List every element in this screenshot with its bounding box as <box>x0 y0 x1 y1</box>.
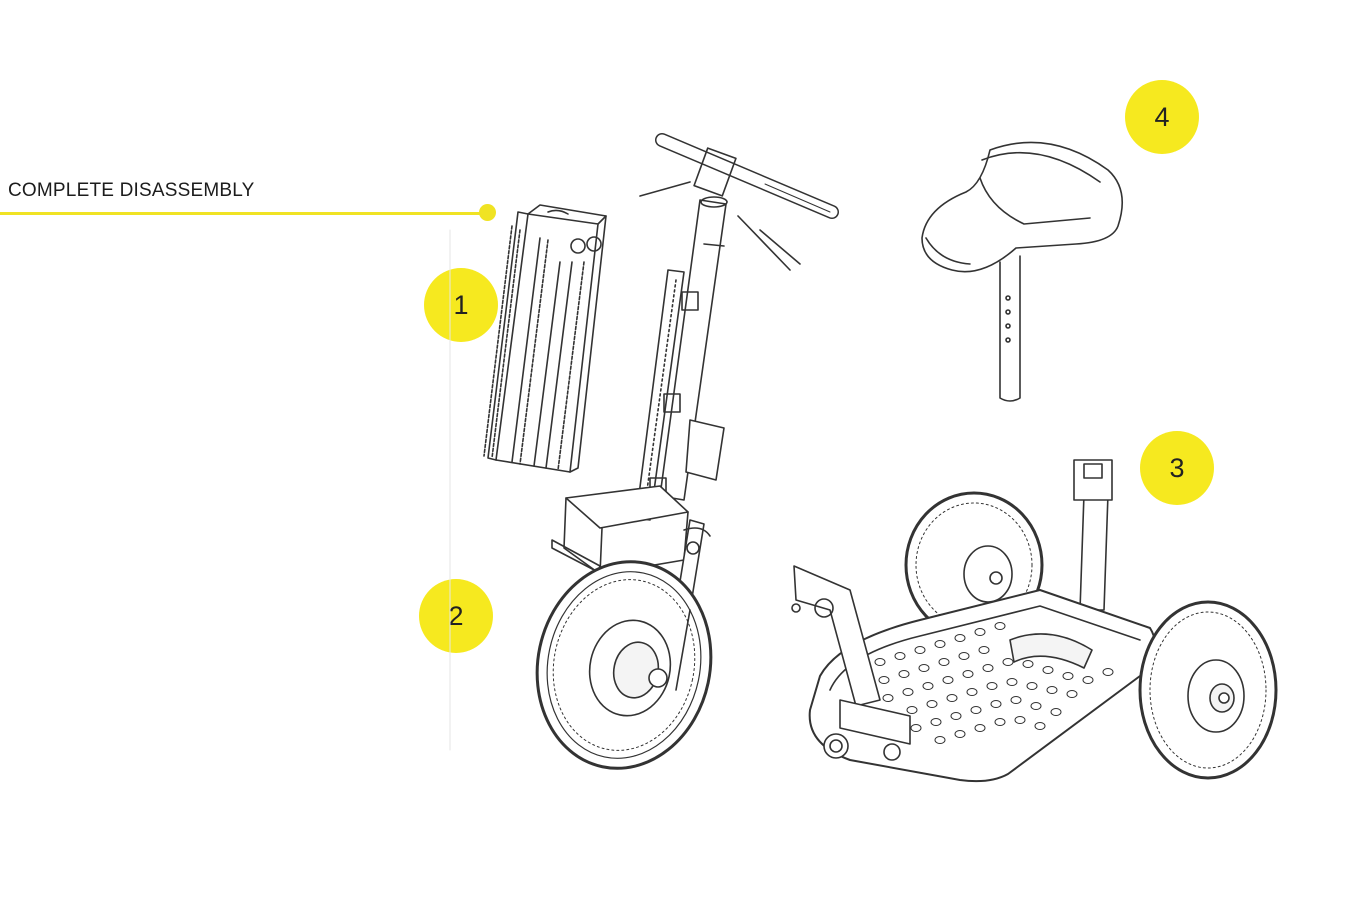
seat-illustration <box>921 141 1124 402</box>
part-badge-battery: 1 <box>424 268 498 342</box>
battery-illustration <box>483 204 607 473</box>
title-leader-line <box>0 212 488 215</box>
page-title: COMPLETE DISASSEMBLY <box>8 180 255 201</box>
part-badge-base-frame: 3 <box>1140 431 1214 505</box>
steering-column-illustration <box>535 133 839 770</box>
part-badge-steering-column: 2 <box>419 579 493 653</box>
title-leader-dot <box>479 204 496 221</box>
part-badge-seat: 4 <box>1125 80 1199 154</box>
base-frame-illustration <box>791 459 1278 783</box>
